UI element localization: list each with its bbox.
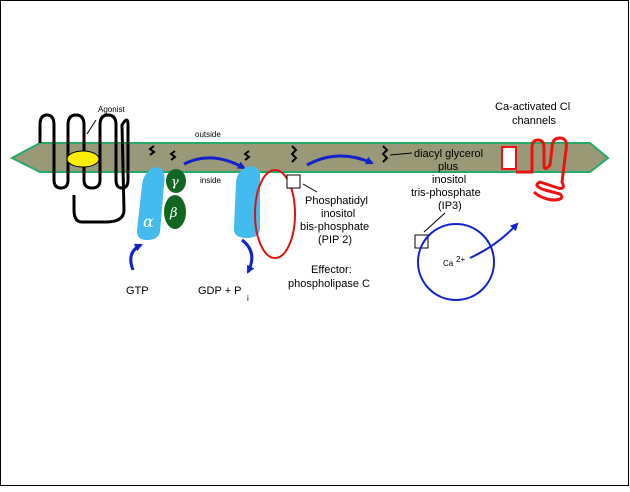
- lipid-anchor: [381, 145, 389, 163]
- chloride-channel: [516, 136, 568, 202]
- effector-label: Effector:: [311, 264, 352, 276]
- channel-label: channels: [512, 115, 557, 127]
- pip2-square: [286, 174, 301, 189]
- agonist-pointer: [86, 119, 97, 135]
- effector-phospholipase-c: [254, 169, 296, 259]
- g-gamma-subunit: [166, 169, 186, 193]
- hydrolysis-arrow: [306, 154, 374, 167]
- alpha-label: α: [143, 212, 154, 231]
- ip3-pointer: [423, 212, 446, 233]
- pip2-label: bis-phosphate: [300, 221, 369, 233]
- pip2-label: inositol: [321, 208, 355, 220]
- lipid-anchor: [169, 150, 177, 161]
- pip2-pointer: [302, 183, 318, 193]
- lipid-anchor: [290, 145, 298, 163]
- dag-label: plus: [438, 161, 459, 173]
- calcium-store: [417, 223, 495, 301]
- outside-label: outside: [195, 130, 221, 139]
- receptor: [38, 113, 130, 224]
- dag-label: tris-phosphate: [411, 187, 481, 199]
- gdp-arrow: [241, 238, 255, 274]
- g-alpha-active: [233, 166, 260, 238]
- channel-label: Ca-activated Cl: [495, 101, 570, 113]
- calcium-label: Ca: [443, 259, 454, 268]
- dag-label: diacyl glycerol: [414, 148, 483, 160]
- calcium-sup-label: 2+: [456, 255, 465, 264]
- calcium-release-arrow: [469, 222, 519, 259]
- dag-label: inositol: [432, 174, 466, 186]
- lipid-anchor: [148, 145, 156, 156]
- gdp-label: GDP + P: [198, 285, 242, 297]
- pip2-label: Phosphatidyl: [305, 195, 368, 207]
- inside-label: inside: [200, 176, 221, 185]
- lipid-anchor: [243, 150, 251, 161]
- g-alpha-subunit: [136, 167, 165, 240]
- gtp-arrow: [129, 243, 143, 271]
- agonist-ellipse: [66, 150, 100, 168]
- beta-label: β: [169, 206, 178, 221]
- dag-label: (IP3): [438, 200, 462, 212]
- gamma-label: γ: [171, 175, 179, 190]
- activation-arrow: [183, 156, 246, 170]
- g-beta-subunit: [164, 195, 186, 229]
- effector-label: phospholipase C: [288, 278, 370, 290]
- gdp-sub-label: i: [247, 294, 249, 303]
- dag-pointer: [389, 152, 413, 156]
- pip2-label: (PIP 2): [318, 234, 352, 246]
- agonist-label: Agonist: [98, 105, 125, 114]
- gtp-label: GTP: [126, 285, 149, 297]
- channel-pore: [501, 146, 517, 170]
